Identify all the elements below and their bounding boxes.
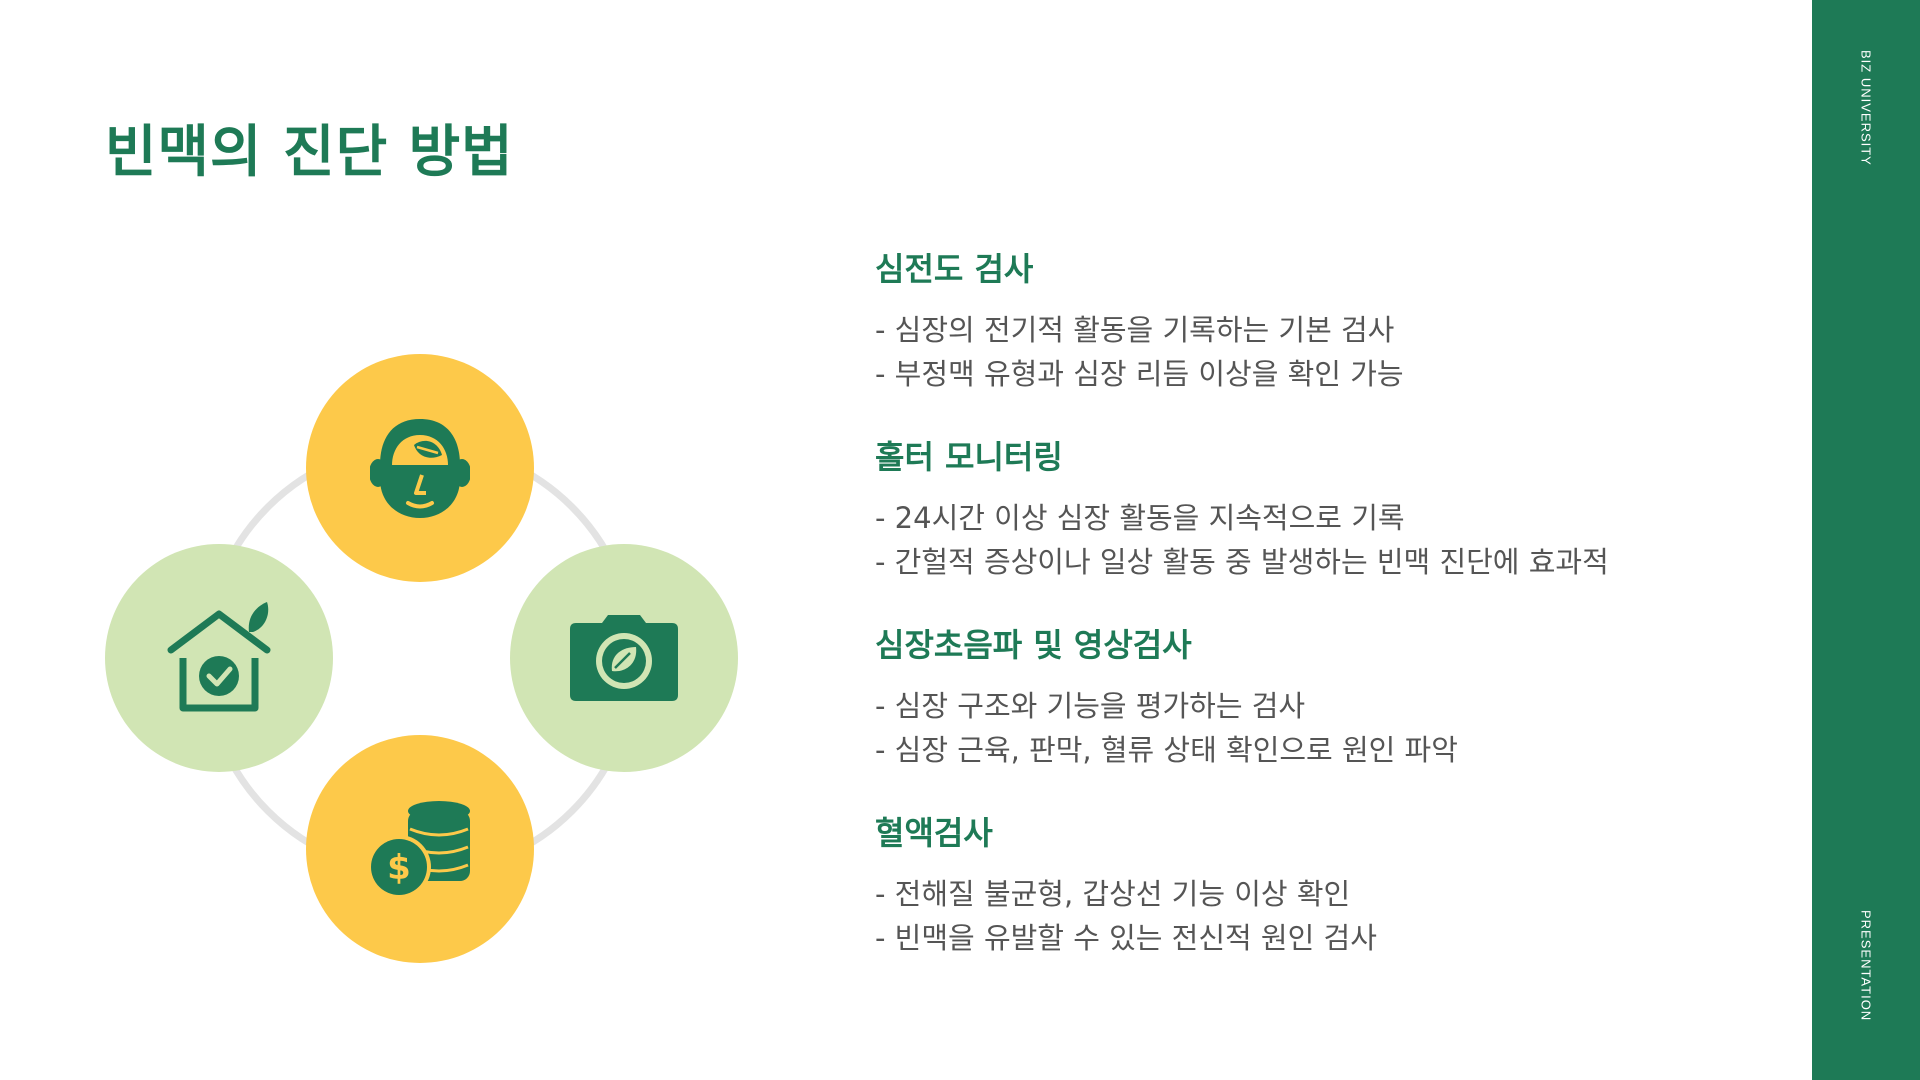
house-check-icon (167, 602, 271, 712)
list-item: 혈액검사 - 전해질 불균형, 갑상선 기능 이상 확인 - 빈맥을 유발할 수… (875, 814, 1775, 1002)
item-title: 혈액검사 (875, 814, 993, 852)
cycle-diagram: $ (100, 350, 740, 970)
circle-left (105, 544, 333, 772)
item-description: - 심장 구조와 기능을 평가하는 검사 (875, 689, 1306, 724)
side-footer-text: PRESENTATION (1858, 910, 1874, 1022)
camera-leaf-icon (570, 615, 678, 701)
list-item: 심전도 검사 - 심장의 전기적 활동을 기록하는 기본 검사 - 부정맥 유형… (875, 250, 1775, 438)
item-description: - 부정맥 유형과 심장 리듬 이상을 확인 가능 (875, 357, 1404, 392)
item-description: - 심장의 전기적 활동을 기록하는 기본 검사 (875, 313, 1395, 348)
item-description: - 전해질 불균형, 갑상선 기능 이상 확인 (875, 877, 1351, 912)
diagnosis-list: 심전도 검사 - 심장의 전기적 활동을 기록하는 기본 검사 - 부정맥 유형… (875, 250, 1775, 1002)
coins-dollar-icon: $ (368, 801, 470, 899)
item-title: 심장초음파 및 영상검사 (875, 626, 1192, 664)
item-description: - 심장 근육, 판막, 혈류 상태 확인으로 원인 파악 (875, 733, 1458, 768)
list-item: 심장초음파 및 영상검사 - 심장 구조와 기능을 평가하는 검사 - 심장 근… (875, 626, 1775, 814)
list-item: 홀터 모니터링 - 24시간 이상 심장 활동을 지속적으로 기록 - 간헐적 … (875, 438, 1775, 626)
item-title: 심전도 검사 (875, 250, 1034, 288)
side-bar: BIZ UNIVERSITY PRESENTATION (1812, 0, 1920, 1080)
item-description: - 24시간 이상 심장 활동을 지속적으로 기록 (875, 501, 1405, 536)
item-description: - 간헐적 증상이나 일상 활동 중 발생하는 빈맥 진단에 효과적 (875, 545, 1609, 580)
item-description: - 빈맥을 유발할 수 있는 전신적 원인 검사 (875, 921, 1377, 956)
side-brand-text: BIZ UNIVERSITY (1858, 50, 1874, 166)
circle-right (510, 544, 738, 772)
page-title: 빈맥의 진단 방법 (105, 120, 514, 185)
head-leaf-icon (370, 419, 470, 518)
item-title: 홀터 모니터링 (875, 438, 1063, 476)
circle-bottom: $ (306, 735, 534, 963)
circle-top (306, 354, 534, 582)
svg-text:$: $ (387, 848, 411, 888)
